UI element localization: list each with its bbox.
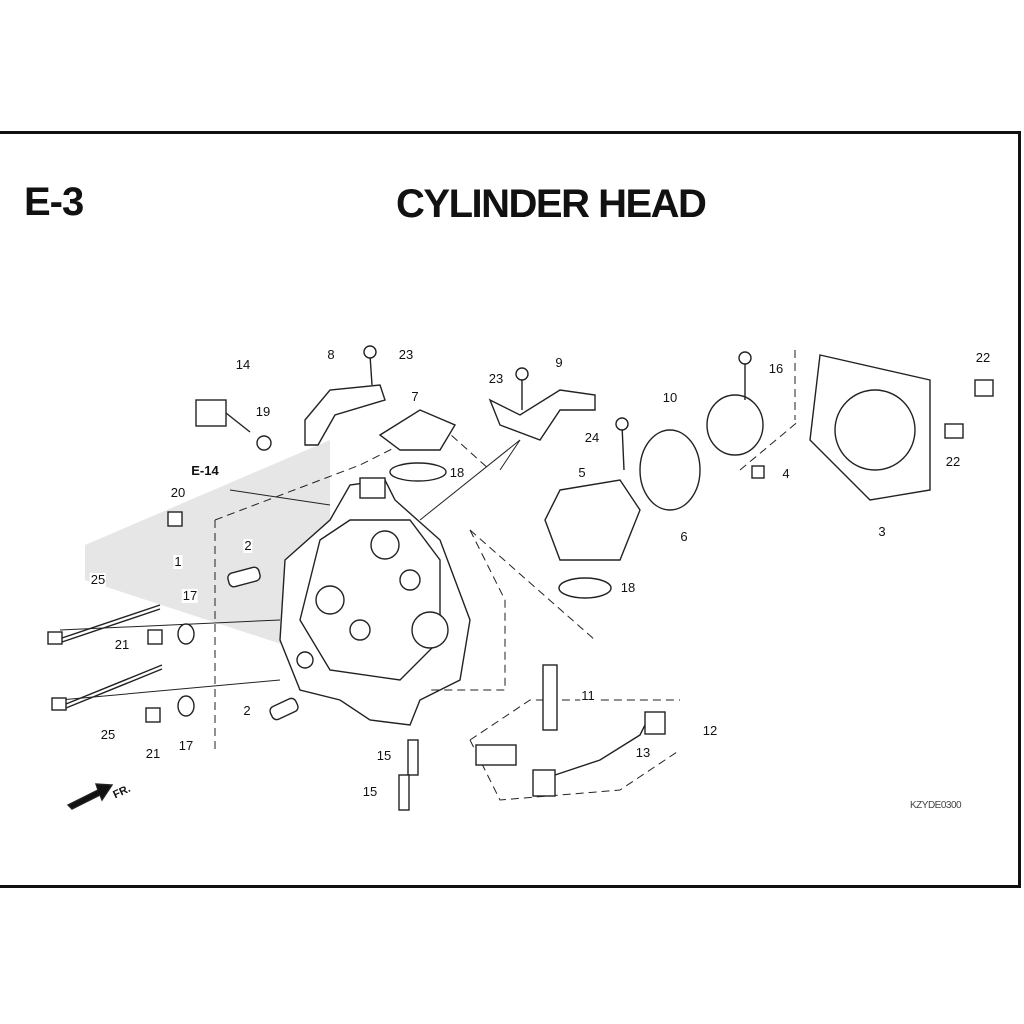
gasket-7	[378, 409, 457, 451]
gasket-3	[809, 354, 931, 501]
page-title: CYLINDER HEAD	[396, 182, 707, 226]
o-ring-18-lower	[558, 577, 612, 599]
cylinder-head	[279, 477, 471, 726]
leader-lines	[59, 439, 521, 701]
reference-e14[interactable]: E-14	[190, 463, 220, 478]
bolt-25-upper	[47, 604, 161, 645]
callout-16: 16	[767, 361, 785, 376]
temp-sensor-14	[195, 399, 251, 433]
callout-23: 23	[487, 371, 505, 386]
shading-area	[85, 440, 330, 660]
bolt-24	[615, 417, 629, 471]
bolt-25-lower	[51, 664, 163, 711]
sensor-12	[475, 744, 517, 766]
callout-2: 2	[243, 538, 253, 553]
diagram-frame	[0, 131, 1021, 888]
harness-13	[532, 711, 666, 797]
stud-15-a	[407, 739, 419, 776]
callout-18: 18	[619, 580, 637, 595]
callout-18: 18	[448, 465, 466, 480]
section-number: E-3	[24, 180, 84, 224]
callout-12: 12	[701, 723, 719, 738]
callout-6: 6	[679, 529, 689, 544]
callout-24: 24	[583, 430, 601, 445]
callout-21: 21	[144, 746, 162, 761]
o-ring-19	[256, 435, 272, 451]
spark-plug-11	[542, 664, 558, 731]
callout-23: 23	[397, 347, 415, 362]
washer-17-lower	[177, 695, 195, 717]
nut-4	[751, 465, 765, 479]
callout-15: 15	[375, 748, 393, 763]
callout-1: 1	[173, 554, 183, 569]
callout-25: 25	[89, 572, 107, 587]
callout-22: 22	[974, 350, 992, 365]
bolt-20	[167, 511, 183, 527]
joint-5	[544, 479, 641, 561]
callout-2: 2	[242, 703, 252, 718]
bracket-8	[304, 384, 386, 446]
callout-11: 11	[580, 688, 596, 703]
washer-17-upper	[177, 623, 195, 645]
callout-20: 20	[169, 485, 187, 500]
callout-5: 5	[577, 465, 587, 480]
callout-3: 3	[877, 524, 887, 539]
dowel-22-b	[944, 423, 964, 439]
o-ring-18-upper	[389, 462, 447, 482]
pipe-9	[488, 389, 596, 441]
callout-22: 22	[944, 454, 962, 469]
diagram-code: KZYDE0300	[910, 800, 962, 811]
callout-8: 8	[326, 347, 336, 362]
thermostat-6	[639, 429, 701, 511]
front-arrow-icon	[66, 783, 114, 810]
bolt-23-a	[363, 345, 377, 386]
callout-9: 9	[554, 355, 564, 370]
callout-4: 4	[781, 466, 791, 481]
nut-21-lower	[145, 707, 161, 723]
dowel-22-a	[974, 379, 994, 397]
callout-15: 15	[361, 784, 379, 799]
callout-17: 17	[177, 738, 195, 753]
callout-25: 25	[99, 727, 117, 742]
callout-19: 19	[254, 404, 272, 419]
bolt-16	[738, 351, 752, 400]
bolt-23-b	[515, 367, 529, 410]
callout-14: 14	[234, 357, 252, 372]
callout-10: 10	[661, 390, 679, 405]
dowel-pin-2-upper	[227, 566, 261, 588]
cover-10	[706, 394, 764, 456]
dowel-pin-2-lower	[269, 697, 299, 721]
gasket-bore	[834, 389, 916, 471]
callout-7: 7	[410, 389, 420, 404]
callout-13: 13	[634, 745, 652, 760]
nut-21-upper	[147, 629, 163, 645]
callout-17: 17	[181, 588, 199, 603]
callout-21: 21	[113, 637, 131, 652]
stud-15-b	[398, 774, 410, 811]
